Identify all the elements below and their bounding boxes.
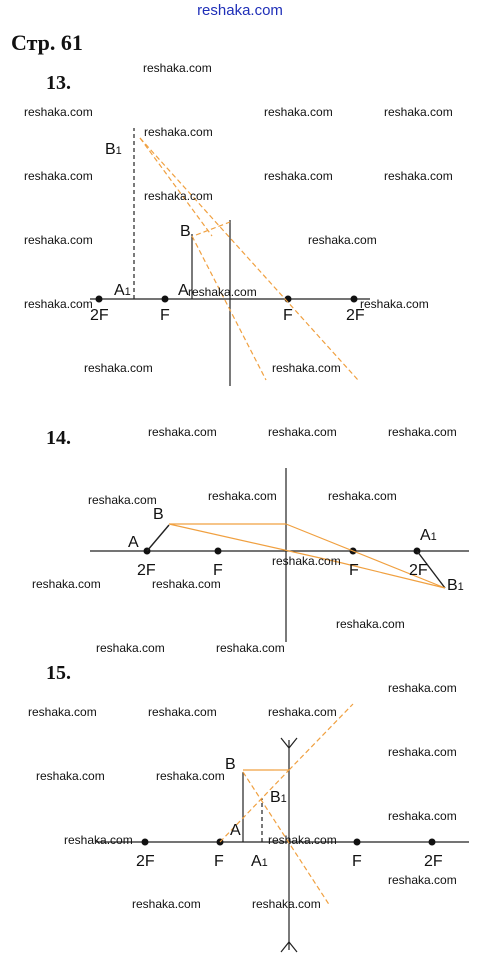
lens-end xyxy=(280,737,298,749)
label-b: B xyxy=(225,756,236,773)
focal-point xyxy=(141,838,149,846)
label-2f: 2F xyxy=(90,307,109,324)
watermark: reshaka.com xyxy=(252,897,321,911)
ray xyxy=(139,137,359,381)
watermark: reshaka.com xyxy=(388,809,457,823)
watermark: reshaka.com xyxy=(360,297,429,311)
label-2f: 2F xyxy=(409,562,428,579)
diagram-14 xyxy=(90,468,469,642)
label-b1: B1 xyxy=(447,577,464,594)
watermark: reshaka.com xyxy=(84,361,153,375)
watermark: reshaka.com xyxy=(144,125,213,139)
watermark: reshaka.com xyxy=(264,105,333,119)
page-title: Стр. 61 xyxy=(11,30,83,55)
label-a: A xyxy=(178,282,189,299)
label-f: F xyxy=(214,853,224,870)
label-b1: B1 xyxy=(270,789,287,806)
watermark: reshaka.com xyxy=(24,233,93,247)
label-f: F xyxy=(160,307,170,324)
watermark: reshaka.com xyxy=(96,641,165,655)
ray xyxy=(285,523,446,589)
watermark: reshaka.com xyxy=(328,489,397,503)
label-a: A xyxy=(230,822,241,839)
watermark: reshaka.com xyxy=(272,361,341,375)
ray xyxy=(139,137,213,237)
focal-point xyxy=(350,295,358,303)
label-f: F xyxy=(349,562,359,579)
watermark: reshaka.com xyxy=(36,769,105,783)
watermark: reshaka.com xyxy=(272,554,341,568)
problem-number-14: 14. xyxy=(46,427,71,449)
watermark: reshaka.com xyxy=(28,705,97,719)
problem-number-13: 13. xyxy=(46,72,71,94)
ray xyxy=(191,235,267,381)
focal-point xyxy=(353,838,361,846)
watermark: reshaka.com xyxy=(388,745,457,759)
watermark: reshaka.com xyxy=(152,577,221,591)
watermark: reshaka.com xyxy=(143,61,212,75)
focal-point xyxy=(95,295,103,303)
watermark: reshaka.com xyxy=(384,169,453,183)
label-a: A xyxy=(128,534,139,551)
focal-point xyxy=(161,295,169,303)
label-b1: B1 xyxy=(105,141,122,158)
watermark: reshaka.com xyxy=(336,617,405,631)
watermark: reshaka.com xyxy=(148,425,217,439)
label-f: F xyxy=(352,853,362,870)
label-f: F xyxy=(213,562,223,579)
ray xyxy=(288,703,354,771)
watermark: reshaka.com xyxy=(264,169,333,183)
watermark: reshaka.com xyxy=(24,169,93,183)
watermark: reshaka.com xyxy=(156,769,225,783)
label-2f: 2F xyxy=(137,562,156,579)
watermark: reshaka.com xyxy=(308,233,377,247)
image-arrow xyxy=(416,550,446,589)
watermark: reshaka.com xyxy=(388,681,457,695)
label-2f: 2F xyxy=(424,853,443,870)
watermark: reshaka.com xyxy=(24,105,93,119)
watermark: reshaka.com xyxy=(88,493,157,507)
focal-point xyxy=(428,838,436,846)
watermark: reshaka.com xyxy=(216,641,285,655)
ray xyxy=(219,769,290,843)
label-b: B xyxy=(153,506,164,523)
problem-number-15: 15. xyxy=(46,662,71,684)
label-a1: A1 xyxy=(420,527,437,544)
watermark: reshaka.com xyxy=(32,577,101,591)
watermark: reshaka.com xyxy=(384,105,453,119)
watermark: reshaka.com xyxy=(388,873,457,887)
ray xyxy=(242,771,331,907)
label-a1: A1 xyxy=(114,282,131,299)
watermark: reshaka.com xyxy=(132,897,201,911)
label-a1: A1 xyxy=(251,853,268,870)
watermark: reshaka.com xyxy=(388,425,457,439)
watermark: reshaka.com xyxy=(144,189,213,203)
watermark: reshaka.com xyxy=(148,705,217,719)
label-f: F xyxy=(283,307,293,324)
object-arrow xyxy=(146,524,170,552)
ray xyxy=(195,221,231,236)
watermark: reshaka.com xyxy=(268,425,337,439)
ray xyxy=(337,561,446,589)
watermark: reshaka.com xyxy=(268,705,337,719)
lens-end xyxy=(280,941,298,953)
diagram-15 xyxy=(96,703,469,953)
label-b: B xyxy=(180,223,191,240)
label-2f: 2F xyxy=(136,853,155,870)
diagram-13 xyxy=(90,128,370,386)
watermark: reshaka.com xyxy=(24,297,93,311)
watermark: reshaka.com xyxy=(188,285,257,299)
watermark: reshaka.com xyxy=(208,489,277,503)
focal-point xyxy=(214,547,222,555)
site-header[interactable]: reshaka.com xyxy=(197,2,283,19)
watermark: reshaka.com xyxy=(268,833,337,847)
watermark: reshaka.com xyxy=(64,833,133,847)
ray xyxy=(168,523,339,563)
label-2f: 2F xyxy=(346,307,365,324)
